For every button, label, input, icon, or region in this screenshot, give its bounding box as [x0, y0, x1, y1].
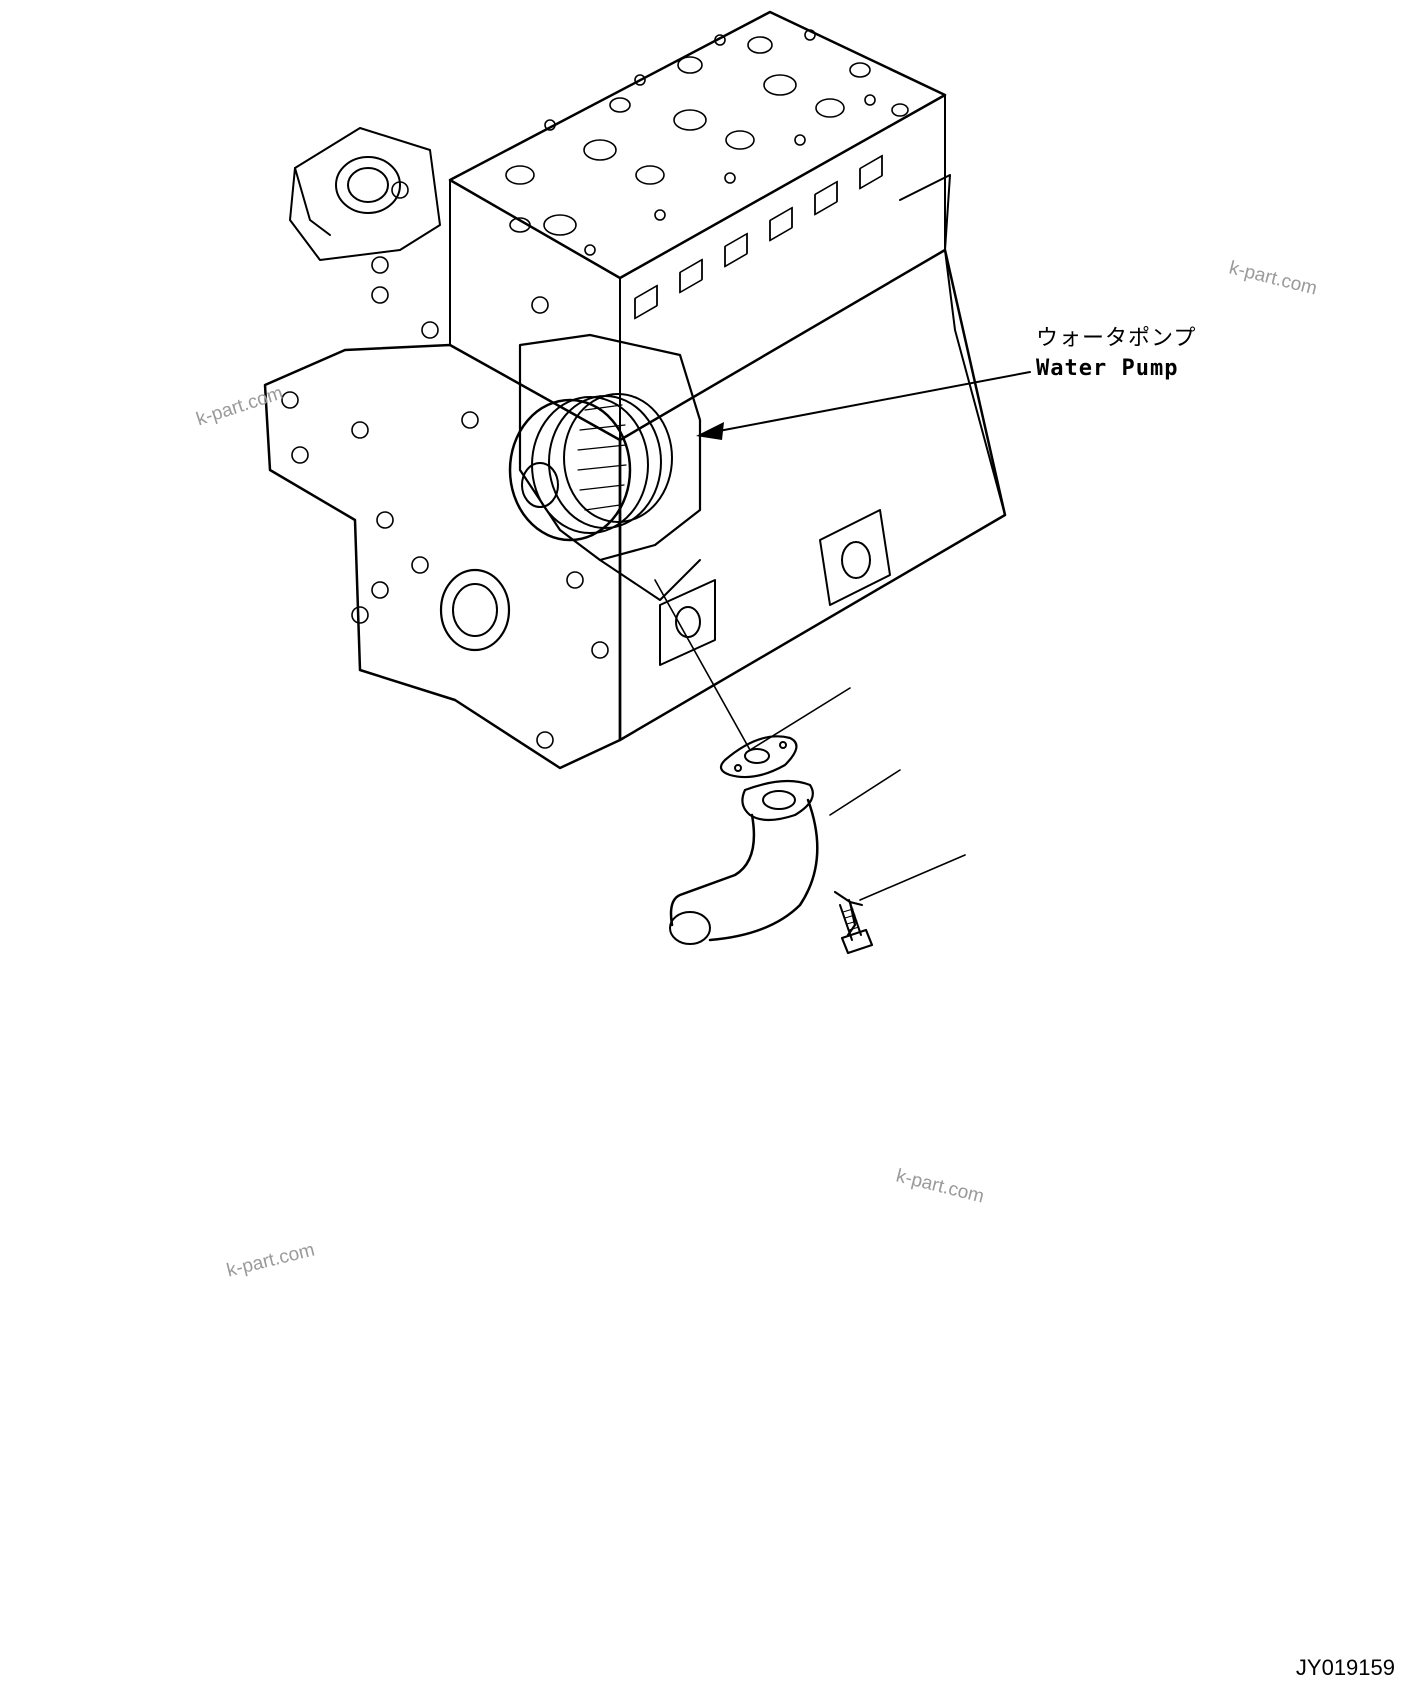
callout-leader: [696, 371, 1031, 440]
elbow-pipe-icon: [669, 779, 819, 945]
assembly-line: [654, 579, 966, 901]
drawing-id: JY019159: [1295, 1655, 1395, 1680]
gasket-icon: [719, 735, 798, 779]
bolt-icon: [833, 890, 874, 955]
callout-label-english: Water Pump: [1036, 356, 1179, 381]
engine-block-icon: [263, 10, 1007, 770]
water-pump-icon: [508, 333, 702, 601]
callout-label-japanese: ウォータポンプ: [1036, 326, 1197, 351]
